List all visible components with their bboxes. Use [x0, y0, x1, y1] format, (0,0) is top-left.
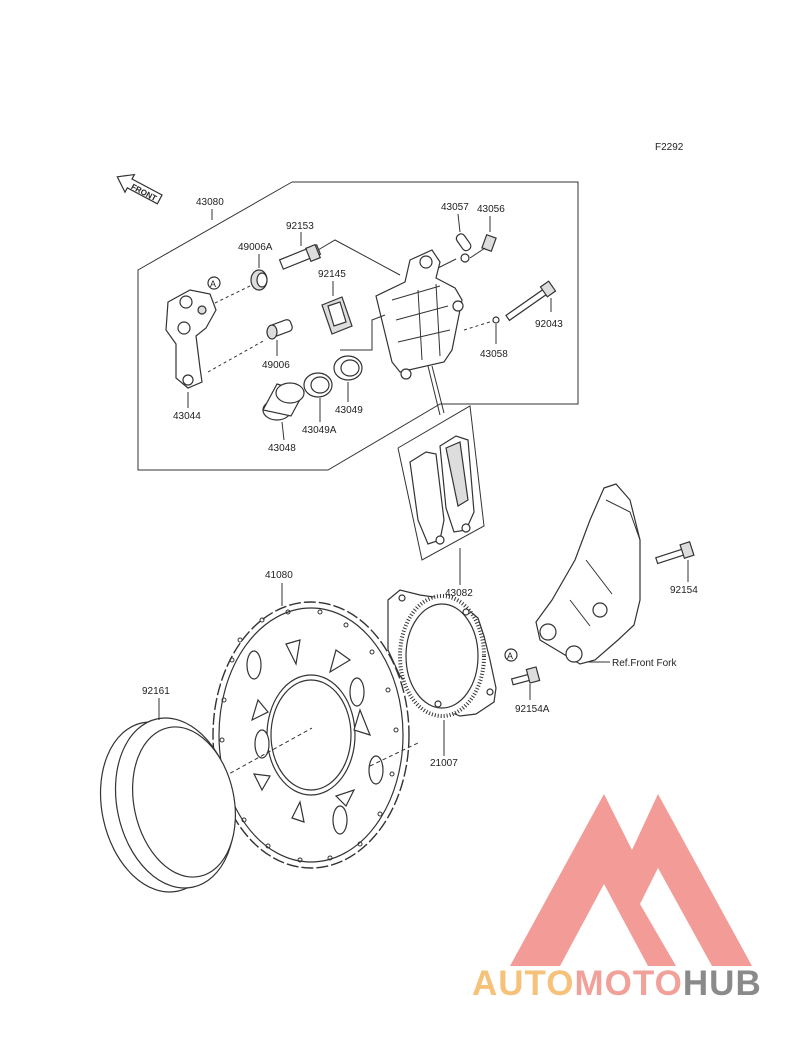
label-92154A: 92154A: [515, 704, 550, 715]
front-arrow-icon: FRONT: [116, 173, 163, 205]
part-43044-bracket: [165, 289, 217, 389]
part-21007-abs-ring: [387, 589, 497, 718]
watermark-logo: [510, 794, 752, 966]
part-43082-brake-pads: [409, 435, 475, 545]
ref-marker-a-fork: A: [504, 648, 518, 662]
part-43049-seal: [333, 355, 363, 381]
part-92154A-bolt: [510, 666, 541, 686]
watermark-word-moto: MOTO: [575, 964, 683, 1003]
label-21007: 21007: [430, 758, 458, 769]
label-ref-front-fork: Ref.Front Fork: [612, 658, 677, 669]
label-41080: 41080: [265, 570, 293, 581]
front-fork-leg: [535, 483, 641, 665]
label-92043: 92043: [535, 319, 563, 330]
part-43057-cap: [455, 233, 472, 263]
label-43048: 43048: [268, 443, 296, 454]
part-92154-bolt: [655, 541, 695, 565]
part-92145-clip: [321, 296, 353, 335]
label-43080: 43080: [196, 197, 224, 208]
watermark-word-auto: AUTO: [472, 964, 575, 1003]
label-43049: 43049: [335, 405, 363, 416]
label-92153: 92153: [286, 221, 314, 232]
label-43058: 43058: [480, 349, 508, 360]
ref-marker-a-top: A: [207, 276, 221, 290]
caliper-assembly-outline: [137, 181, 579, 471]
label-43044: 43044: [173, 411, 201, 422]
label-92161: 92161: [142, 686, 170, 697]
label-43056: 43056: [477, 204, 505, 215]
watermark-text: AUTOMOTOHUB: [472, 964, 762, 1003]
pad-box-outline: [397, 405, 485, 561]
label-92145: 92145: [318, 269, 346, 280]
ref-marker-a-top-label: A: [210, 279, 216, 289]
figure-code: F2292: [655, 142, 684, 153]
watermark-word-hub: HUB: [683, 964, 762, 1003]
part-92043-pin: [505, 280, 557, 322]
part-92153-pin: [278, 243, 322, 270]
part-49006-pin: [266, 319, 293, 340]
label-49006A: 49006A: [238, 242, 273, 253]
part-43048-piston: [262, 382, 305, 421]
label-43049A: 43049A: [302, 425, 337, 436]
part-92161-collar: [99, 717, 236, 893]
caliper-body: [375, 249, 464, 380]
part-41080-brake-disc: [212, 601, 410, 869]
part-43056-bleeder: [469, 233, 497, 259]
part-49006A-boot: [250, 269, 268, 291]
label-43082: 43082: [445, 588, 473, 599]
ref-marker-a-fork-label: A: [507, 651, 513, 661]
part-43058-cap: [492, 316, 500, 324]
label-43057: 43057: [441, 202, 469, 213]
label-49006: 49006: [262, 360, 290, 371]
label-92154: 92154: [670, 585, 698, 596]
part-43049A-seal: [303, 372, 333, 398]
watermark-mark-icon: [510, 794, 752, 966]
